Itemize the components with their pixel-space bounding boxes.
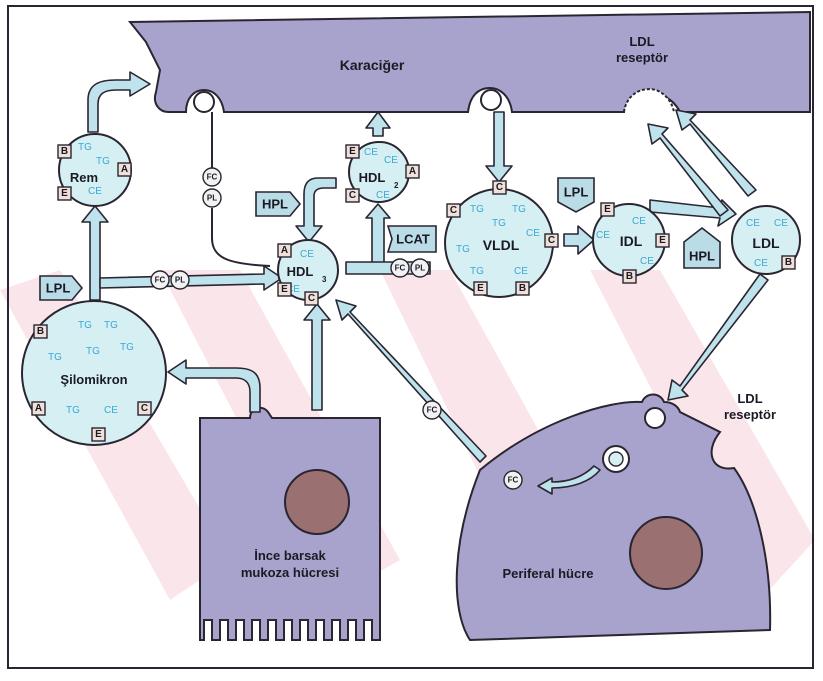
idl-ce-2: CE [596,230,610,241]
chylomicron-tg-2: TG [104,320,118,331]
peripheral-nucleus [630,517,702,589]
lpl-tag-left: LPL [46,281,71,296]
fc-peripheral-path: FC [427,406,438,415]
remnant-tg-2: TG [96,156,110,167]
idl-apo-e-2: E [659,235,666,246]
ldl-ce-2: CE [774,218,788,229]
chylomicron-tg-1: TG [78,320,92,331]
liver-receptor-right [481,90,501,110]
liver-shape [130,12,810,112]
ldl-label: LDL [752,235,780,251]
intestine-nucleus [285,470,349,534]
lcat-tag: LCAT [396,232,430,247]
hdl2-apo-a: A [409,166,416,177]
fc-liver: FC [207,173,218,182]
fc-peripheral-cell: FC [508,476,519,485]
intestine-label-2: mukoza hücresi [241,565,339,580]
ldl-receptor-top-label-1: LDL [629,34,654,49]
vldl-apo-e: E [477,283,484,294]
hdl2-subscript: 2 [394,181,399,190]
ldl-ce-1: CE [746,218,760,229]
vldl-ce-1: CE [526,228,540,239]
chylomicron-apo-b: B [37,326,44,337]
ldl-receptor-top-label-2: reseptör [616,50,668,65]
chylomicron-apo-e: E [95,429,102,440]
liver-label: Karaciğer [340,57,405,73]
pl-chylo: PL [175,276,185,285]
chylomicron-particle: Şilomikron TG TG TG TG TG TG CE B A C E [22,301,166,445]
remnant-ce: CE [88,186,102,197]
remnant-apo-b: B [61,146,68,157]
chylomicron-tg-6: TG [66,405,80,416]
hdl3-label: HDL [287,264,314,279]
fc-chylo: FC [155,276,166,285]
hdl3-apo-e: E [281,284,288,295]
vldl-label: VLDL [483,237,520,253]
vldl-particle: VLDL TG TG TG TG CE TG CE C C C E B [445,181,558,297]
connector-lines [212,112,270,266]
ldl-ce-3: CE [754,258,768,269]
vldl-ce-2: CE [514,266,528,277]
vldl-tg-1: TG [470,204,484,215]
remnant-apo-e: E [61,188,68,199]
chylomicron-tg-3: TG [48,352,62,363]
vldl-apo-c-2: C [450,205,457,216]
chylomicron-label: Şilomikron [60,372,127,387]
hdl2-particle: HDL 2 CE CE CE E A C [346,142,419,202]
ldl-receptor-side-label-1: LDL [737,391,762,406]
peripheral-receptor [645,408,665,428]
vldl-tg-3: TG [492,218,506,229]
hpl-tag-right: HPL [689,249,715,264]
hdl3-ce-1: CE [300,249,314,260]
vldl-tg-2: TG [512,204,526,215]
hdl3-particle: HDL 3 CE CE A E C [278,240,338,305]
idl-ce-3: CE [640,256,654,267]
ldl-particle: LDL CE CE CE B [732,206,800,274]
remnant-label: Rem [70,170,98,185]
vldl-apo-c-3: C [548,235,555,246]
hpl-tag-left: HPL [262,197,288,212]
hdl3-apo-a: A [281,245,288,256]
hdl2-ce-2: CE [384,155,398,166]
peripheral-endosome-core [609,452,623,466]
vldl-tg-5: TG [470,266,484,277]
ldl-receptor-side-label-2: reseptör [724,407,776,422]
fc-vldl: FC [395,264,406,273]
chylomicron-tg-5: TG [120,342,134,353]
hdl3-apo-c: C [308,293,315,304]
hdl2-apo-c: C [349,190,356,201]
chylomicron-tg-4: TG [86,346,100,357]
hdl2-ce-3: CE [376,190,390,201]
vldl-tg-4: TG [456,244,470,255]
pl-vldl: PL [415,264,425,273]
remnant-particle: Rem TG TG CE B A E [58,134,131,206]
pl-liver: PL [207,194,217,203]
hdl2-apo-e: E [349,146,356,157]
hdl2-label: HDL [359,170,386,185]
idl-apo-e-1: E [604,204,611,215]
chylomicron-apo-c: C [141,403,148,414]
remnant-tg-1: TG [78,142,92,153]
remnant-apo-a: A [121,164,128,175]
idl-ce-1: CE [632,216,646,227]
idl-label: IDL [620,233,643,249]
chylomicron-ce: CE [104,405,118,416]
chylomicron-apo-a: A [35,403,42,414]
ldl-apo-b: B [785,257,792,268]
intestine-label-1: İnce barsak [254,548,326,563]
peripheral-label: Periferal hücre [502,566,593,581]
hdl3-subscript: 3 [322,275,327,284]
hdl2-ce-1: CE [364,147,378,158]
liver-receptor-left [194,92,214,112]
vldl-apo-c-1: C [496,182,503,193]
intestine-cell-shape [200,408,380,640]
lpl-tag-right: LPL [564,185,589,200]
vldl-apo-b: B [519,283,526,294]
idl-apo-b: B [626,271,633,282]
